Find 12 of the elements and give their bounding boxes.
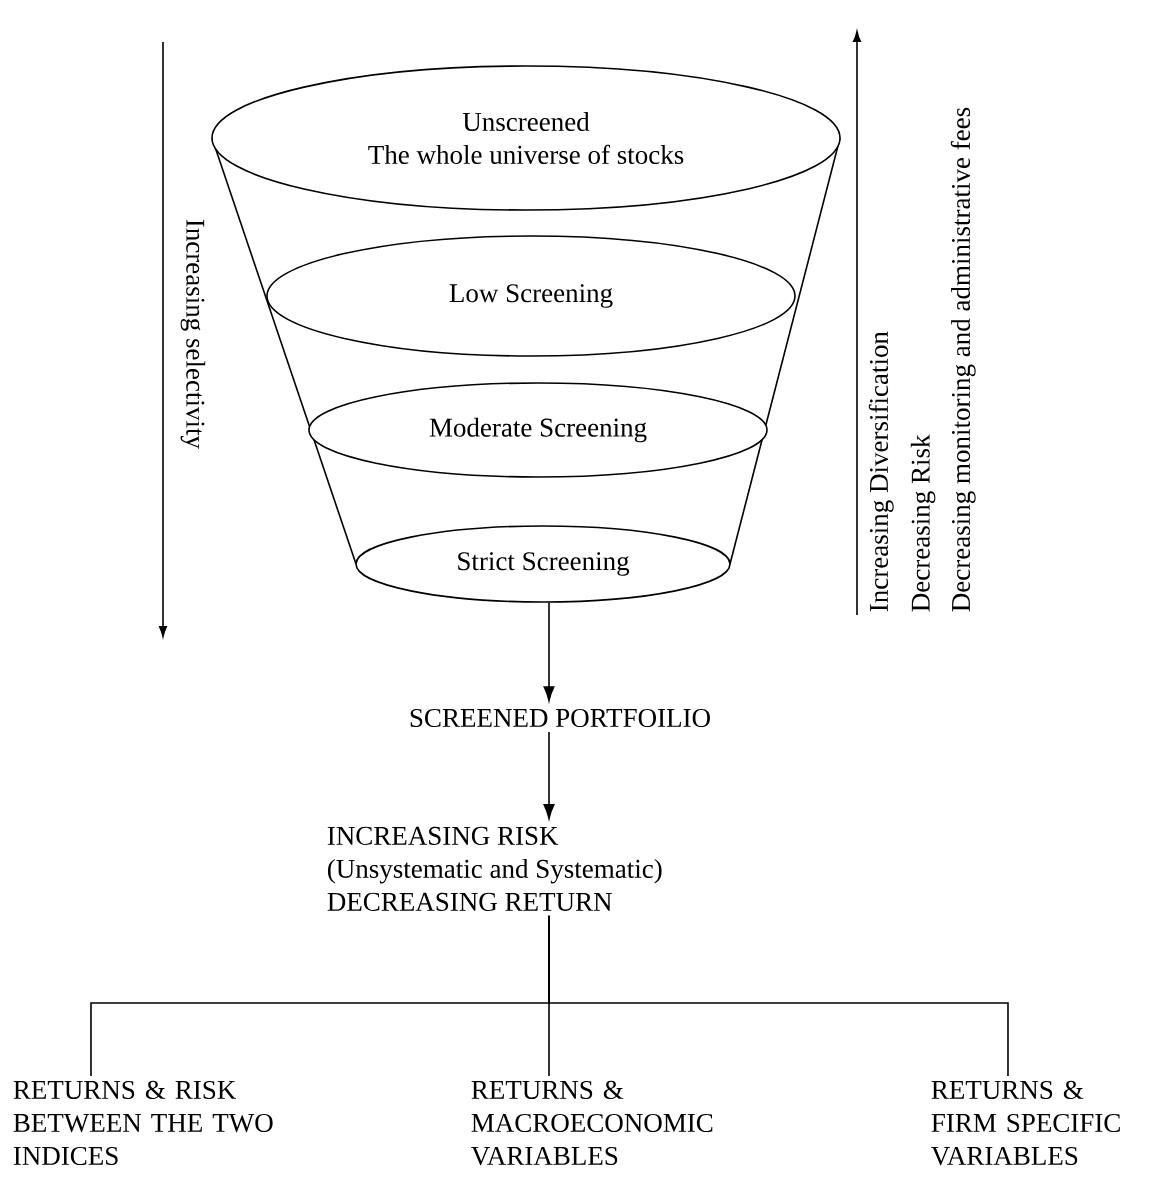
- step-text: INCREASING RISK (Unsystematic and Systematic) DECREASING RETURN: [327, 826, 662, 911]
- step-text: RETURNS & RISK BETWEEN THE TWO INDICES: [13, 1080, 273, 1166]
- side-label: Decreasing monitoring and administrative fees: [950, 107, 976, 612]
- side-label: Increasing Diversification: [868, 331, 894, 612]
- arrow: [543, 602, 555, 702]
- arrow: [543, 731, 555, 820]
- side-label: Decreasing Risk: [910, 434, 936, 612]
- step-text: SCREENED PORTFOILIO: [410, 708, 710, 728]
- step-text: RETURNS & MACROECONOMIC VARIABLES: [471, 1080, 713, 1166]
- side-label: Increasing selectivity: [180, 219, 206, 449]
- step-text: RETURNS & FIRM SPECIFIC VARIABLES: [931, 1080, 1120, 1166]
- connector-line: [548, 914, 1009, 1077]
